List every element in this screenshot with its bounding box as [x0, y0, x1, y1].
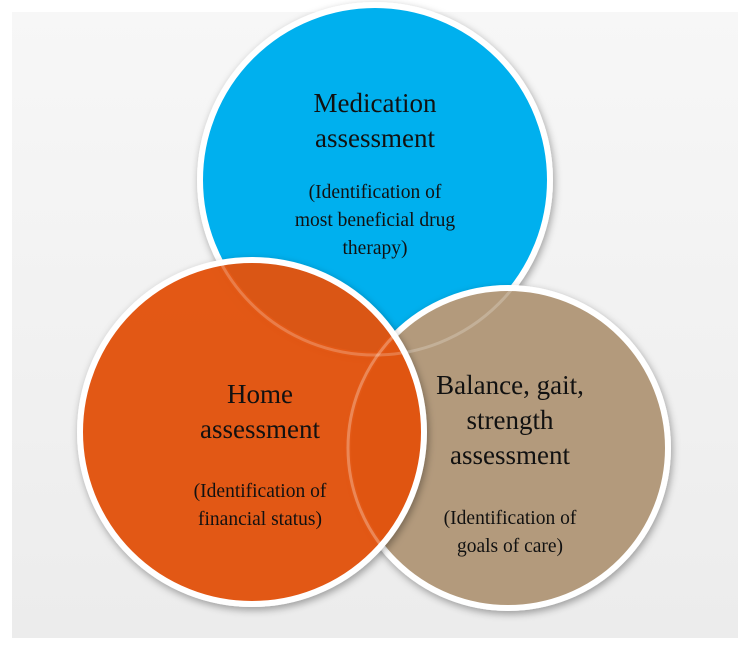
- overlap-outline-balance: [346, 286, 670, 610]
- overlap-outline-medication: [198, 3, 552, 357]
- circle-home: [77, 257, 427, 607]
